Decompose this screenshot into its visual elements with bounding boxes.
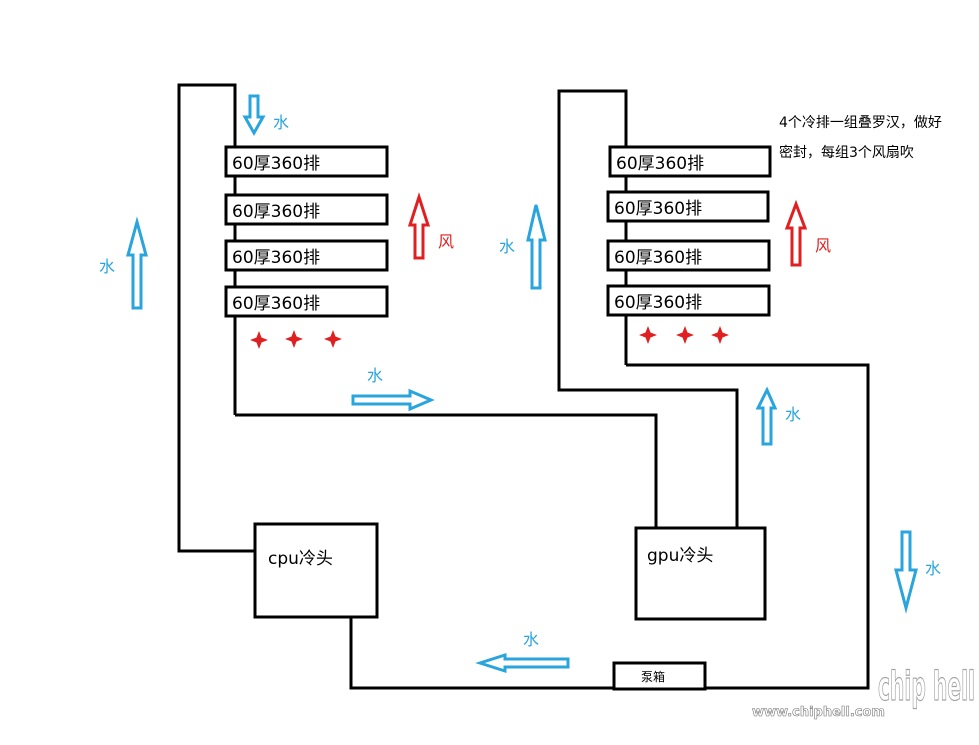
water-label: 水 <box>925 559 941 578</box>
cpu-block-label: cpu冷头 <box>268 549 333 569</box>
radiator-box <box>608 145 772 178</box>
radiator-box <box>224 239 389 272</box>
radiator-label: 60厚360排 <box>232 202 320 222</box>
watermark-logo: chip hell <box>878 664 975 710</box>
note-line-1: 4个冷排一组叠罗汉，做好 <box>779 115 942 131</box>
radiator-label: 60厚360排 <box>616 154 704 174</box>
pipe-left-outer <box>177 83 255 553</box>
wind-arrow-up-icon <box>407 192 431 260</box>
radiator-box <box>606 284 771 317</box>
left-radiator-stack: 60厚360排 60厚360排 60厚360排 60厚360排 <box>224 145 389 318</box>
wind-arrows <box>407 192 808 267</box>
watermark-url: www.chiphell.com <box>752 705 885 720</box>
fan-icon <box>324 330 342 348</box>
wind-labels: 风 风 <box>438 232 831 255</box>
radiator-box <box>224 145 389 178</box>
water-arrow-up-icon <box>755 386 778 446</box>
left-fans <box>250 330 342 349</box>
gpu-block-label: gpu冷头 <box>647 546 713 566</box>
water-arrow-left-icon <box>475 652 570 674</box>
water-arrow-down-icon <box>894 530 918 614</box>
watermark: chip hell www.chiphell.com <box>752 663 976 720</box>
pump-box-label: 泵箱 <box>641 669 665 684</box>
pipe-right-return <box>626 363 870 690</box>
water-label: 水 <box>99 257 115 276</box>
water-label: 水 <box>367 366 383 385</box>
water-label: 水 <box>499 237 515 256</box>
water-arrows <box>126 94 918 674</box>
radiator-box <box>606 190 770 223</box>
right-radiator-stack: 60厚360排 60厚360排 60厚360排 60厚360排 <box>606 145 772 317</box>
radiator-box <box>224 285 389 318</box>
fan-icon <box>676 326 694 344</box>
water-arrow-down-icon <box>242 94 266 137</box>
pump-box: 泵箱 <box>612 661 707 691</box>
pump-box-rect <box>612 661 707 691</box>
water-label: 水 <box>273 113 289 132</box>
wind-arrow-up-icon <box>784 199 808 267</box>
radiator-label: 60厚360排 <box>232 154 320 174</box>
water-label: 水 <box>523 630 539 649</box>
note-line-2: 密封，每组3个风扇吹 <box>779 144 914 161</box>
left-loop-pipes <box>177 83 658 690</box>
design-note: 4个冷排一组叠罗汉，做好 密封，每组3个风扇吹 <box>779 115 942 161</box>
radiator-label: 60厚360排 <box>232 248 320 268</box>
pipe-right-outer <box>557 89 739 528</box>
radiator-box <box>606 239 771 272</box>
fan-icon <box>711 326 729 344</box>
radiator-label: 60厚360排 <box>232 294 320 314</box>
water-labels: 水 水 水 水 水 水 水 <box>99 113 941 649</box>
fan-icon <box>250 331 268 349</box>
water-label: 水 <box>785 405 801 424</box>
water-arrow-right-icon <box>351 388 435 412</box>
fan-icon <box>285 330 303 348</box>
wind-label: 风 <box>815 236 831 255</box>
pipe-left-to-gpu <box>235 413 658 528</box>
gpu-block-box <box>634 526 767 621</box>
fan-icon <box>639 326 657 344</box>
water-arrow-up-icon <box>126 216 148 310</box>
pipe-cpu-to-pump <box>349 617 614 690</box>
water-arrow-up-icon <box>526 204 547 290</box>
gpu-block: gpu冷头 <box>634 526 767 621</box>
radiator-label: 60厚360排 <box>614 199 702 219</box>
cpu-block: cpu冷头 <box>253 522 379 619</box>
radiator-label: 60厚360排 <box>614 248 702 268</box>
radiator-box <box>224 193 389 226</box>
wind-label: 风 <box>438 232 454 251</box>
radiator-label: 60厚360排 <box>614 293 702 313</box>
cpu-block-box <box>253 522 379 619</box>
right-fans <box>639 326 729 344</box>
